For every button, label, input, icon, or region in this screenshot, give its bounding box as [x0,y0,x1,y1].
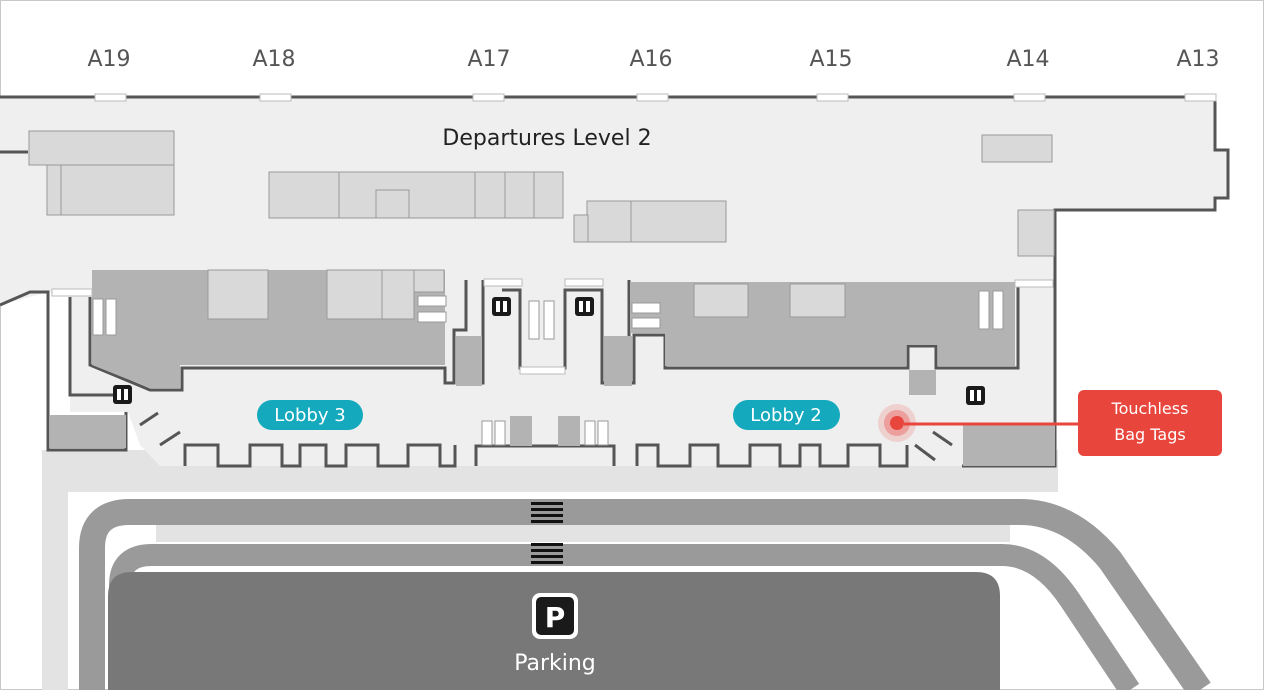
gate-label-a19: A19 [87,47,130,72]
lobby-badge-2[interactable] [733,400,840,430]
gate-label-a17: A17 [467,47,510,72]
median-strip [156,525,1010,542]
gate-label-a15: A15 [809,47,852,72]
concourse-blocks-light [28,130,1055,320]
elevator-icon [113,297,985,405]
curb-walkway-left [42,450,68,690]
parking-icon-letter: P [545,601,566,634]
gate-doors [51,93,1217,375]
level-title: Departures Level 2 [442,126,651,151]
gate-label-a16: A16 [629,47,672,72]
road-loop [79,499,1211,690]
gate-label-a13: A13 [1176,47,1219,72]
parking-icon [532,593,578,639]
gate-label-a18: A18 [252,47,295,72]
callout-line-1: Touchless [1111,399,1189,418]
block-dividers [60,165,632,242]
lobby-badge-3[interactable] [257,400,363,430]
stairs-icon [92,290,1004,446]
crosswalk-icon [531,502,563,564]
lobby-badge-3-label: Lobby 3 [274,405,345,426]
parking-label: Parking [514,651,596,676]
lobby-badge-2-label: Lobby 2 [750,405,821,426]
callout-line-2: Bag Tags [1114,425,1185,444]
gate-label-a14: A14 [1006,47,1049,72]
location-marker-icon[interactable] [878,404,916,442]
callout-box[interactable] [1078,390,1222,456]
